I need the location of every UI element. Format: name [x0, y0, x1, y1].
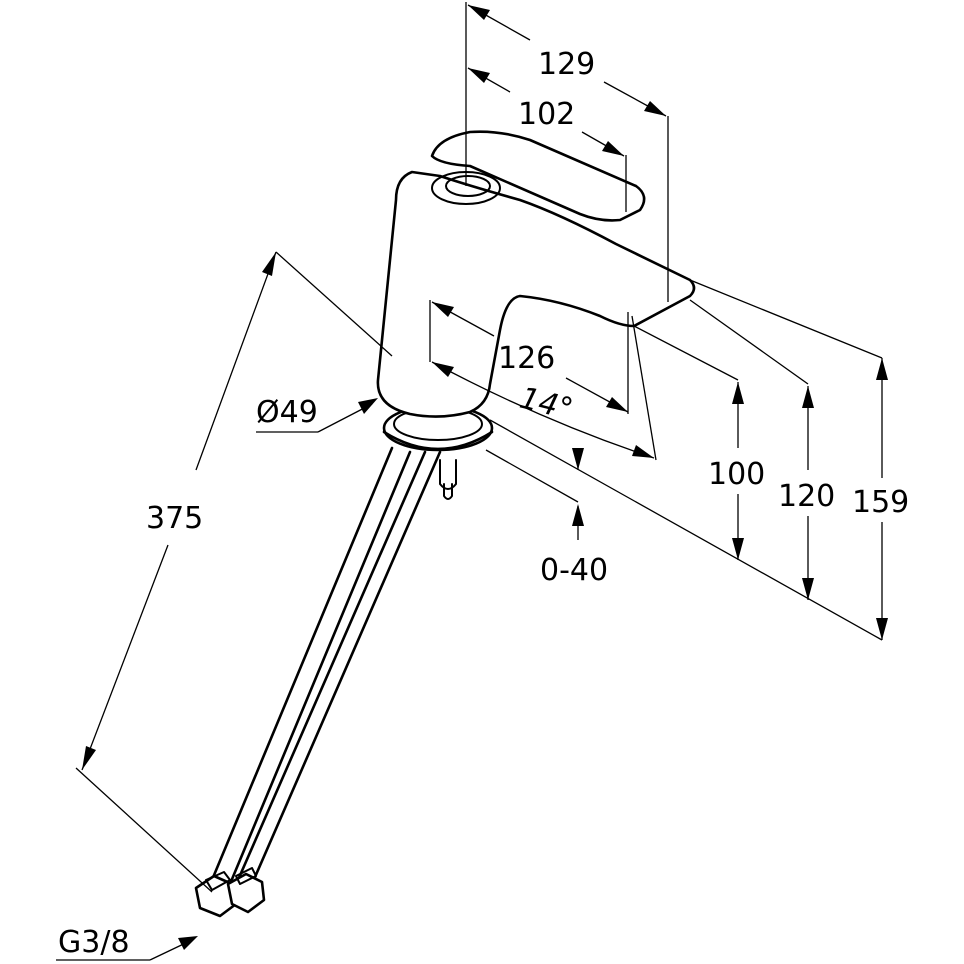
dimension-diameter: [256, 251, 393, 433]
connection-hoses: [210, 446, 442, 886]
dim-label-diameter: Ø49: [256, 395, 318, 430]
dim-label-159: 159: [852, 485, 909, 520]
dim-label-375: 375: [146, 501, 203, 536]
dim-label-120: 120: [778, 479, 835, 514]
mixer-body: [376, 170, 696, 418]
dimension-thread: [56, 936, 198, 961]
dim-label-126: 126: [498, 341, 555, 376]
base-reference-line: [489, 419, 883, 641]
dimension-countertop: [485, 448, 584, 540]
dim-label-thread: G3/8: [58, 925, 130, 960]
dim-label-100: 100: [708, 457, 765, 492]
dim-label-102: 102: [518, 97, 575, 132]
mounting-base: [382, 404, 494, 500]
dim-label-129: 129: [538, 47, 595, 82]
dim-label-14deg: 14°: [516, 381, 576, 428]
dimension-heights: [633, 279, 888, 640]
hose-nuts: [194, 867, 266, 918]
dimension-spout-reach: [429, 300, 657, 461]
dimension-hose-length: [75, 251, 277, 893]
dim-label-countertop: 0-40: [540, 553, 608, 588]
dimension-lever-reach: [465, 2, 669, 302]
